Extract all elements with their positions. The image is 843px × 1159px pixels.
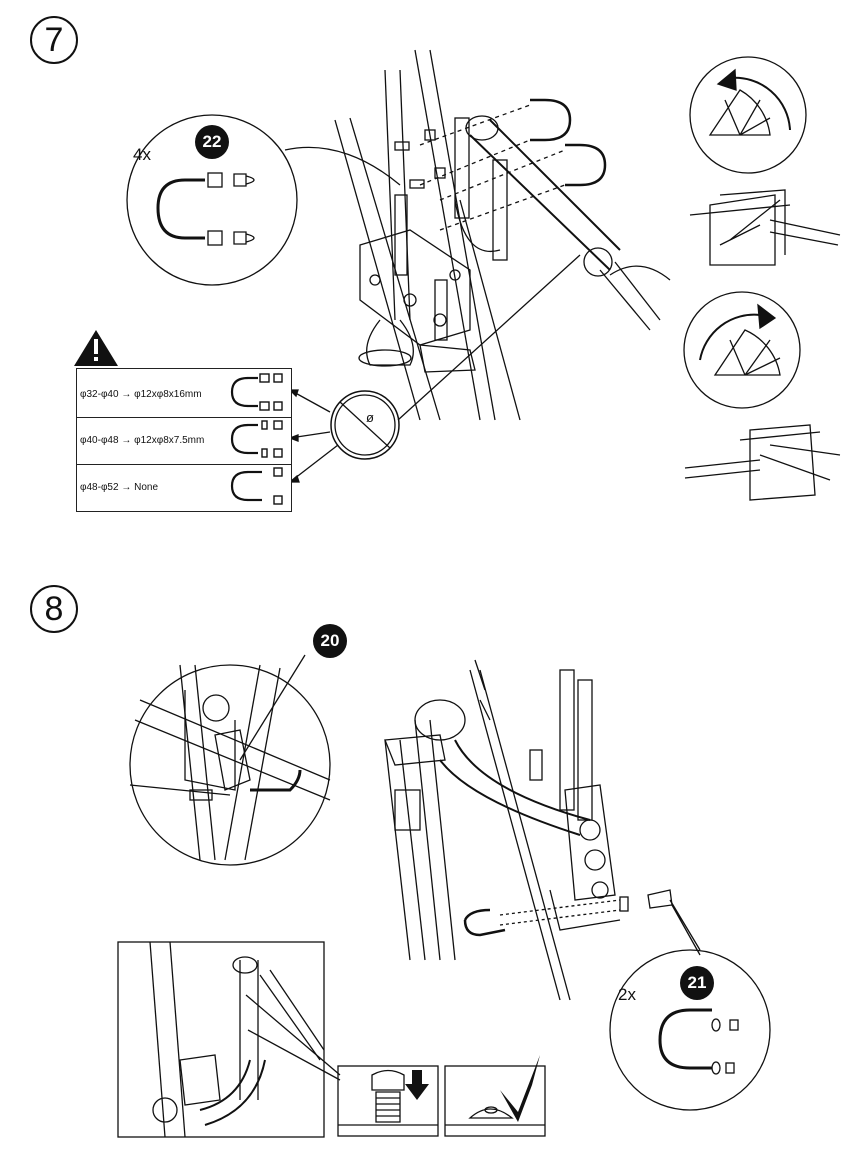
part-22-label: 22 <box>202 132 222 151</box>
rotation-circle-ccw <box>689 56 807 174</box>
step-number-8: 8 <box>30 585 78 633</box>
size-row-3-text: φ48-φ52 → None <box>80 482 158 493</box>
size-row-3-arrow: → <box>121 482 132 493</box>
size-row-3-range: φ48-φ52 <box>80 482 119 493</box>
screw-after-box <box>444 1065 546 1137</box>
rotation-circle-cw <box>683 291 801 409</box>
size-row-2-text: φ40-φ48 → φ12xφ8x7.5mm <box>80 435 204 446</box>
size-row-1-text: φ32-φ40 → φ12xφ8x16mm <box>80 389 202 400</box>
part-20-label: 20 <box>320 631 340 650</box>
size-row-2-arrow: → <box>121 435 132 446</box>
size-row-2-range: φ40-φ48 <box>80 435 119 446</box>
size-row-1-arrow: → <box>121 389 132 400</box>
inset-box <box>117 941 325 1138</box>
step-number-8-text: 8 <box>44 590 64 628</box>
part-21-label: 21 <box>687 973 707 992</box>
detail-circle-21 <box>609 949 771 1111</box>
detail-circle-22 <box>126 114 298 286</box>
diameter-symbol: ø <box>366 410 374 425</box>
screw-before-box <box>337 1065 439 1137</box>
part-21-badge: 21 <box>680 966 714 1000</box>
part-22-badge: 22 <box>195 125 229 159</box>
part-22-quantity: 4x <box>133 145 151 164</box>
step-number-7-text: 7 <box>44 21 64 59</box>
part-20-badge: 20 <box>313 624 347 658</box>
part-21-quantity: 2x <box>618 985 636 1004</box>
step-number-7: 7 <box>30 16 78 64</box>
size-row-1-hardware: φ12xφ8x16mm <box>134 389 202 400</box>
detail-circle-20 <box>129 664 331 866</box>
size-row-3-hardware: None <box>134 482 159 493</box>
size-row-1-range: φ32-φ40 <box>80 389 119 400</box>
size-row-2-hardware: φ12xφ8x7.5mm <box>134 435 205 446</box>
